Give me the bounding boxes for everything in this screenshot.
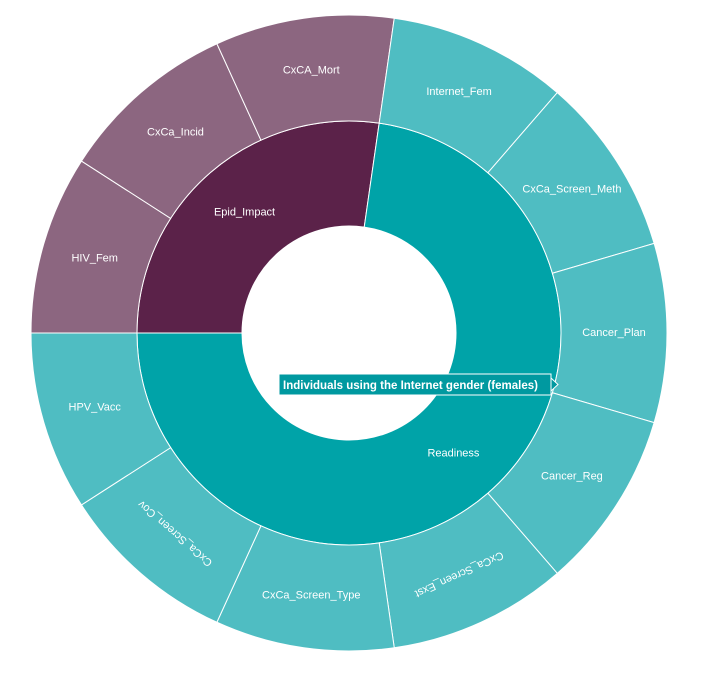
- outer-segment-hpv-vacc[interactable]: [30, 332, 172, 506]
- tooltip-arrow-icon: [550, 376, 559, 393]
- outer-label-hiv-fem: HIV_Fem: [71, 252, 117, 264]
- inner-ring: [136, 120, 562, 546]
- tooltip-text: Individuals using the Internet gender (f…: [283, 380, 538, 392]
- outer-label-cxca-incid: CxCa_Incid: [147, 127, 204, 139]
- outer-label-cancer-reg: Cancer_Reg: [541, 470, 603, 482]
- outer-label-hpv-vacc: HPV_Vacc: [69, 402, 122, 414]
- inner-label-epid-impact: Epid_Impact: [214, 206, 275, 218]
- outer-label-internet-fem: Internet_Fem: [426, 86, 491, 98]
- outer-ring: [30, 14, 668, 652]
- outer-label-cxca-screen-meth: CxCa_Screen_Meth: [522, 184, 621, 196]
- outer-label-cancer-plan: Cancer_Plan: [582, 327, 646, 339]
- outer-label-cxca-screen-type: CxCa_Screen_Type: [262, 589, 360, 601]
- tooltip: Individuals using the Internet gender (f…: [278, 373, 559, 396]
- inner-label-readiness: Readiness: [427, 448, 479, 460]
- outer-label-cxca-mort: CxCA_Mort: [283, 65, 340, 77]
